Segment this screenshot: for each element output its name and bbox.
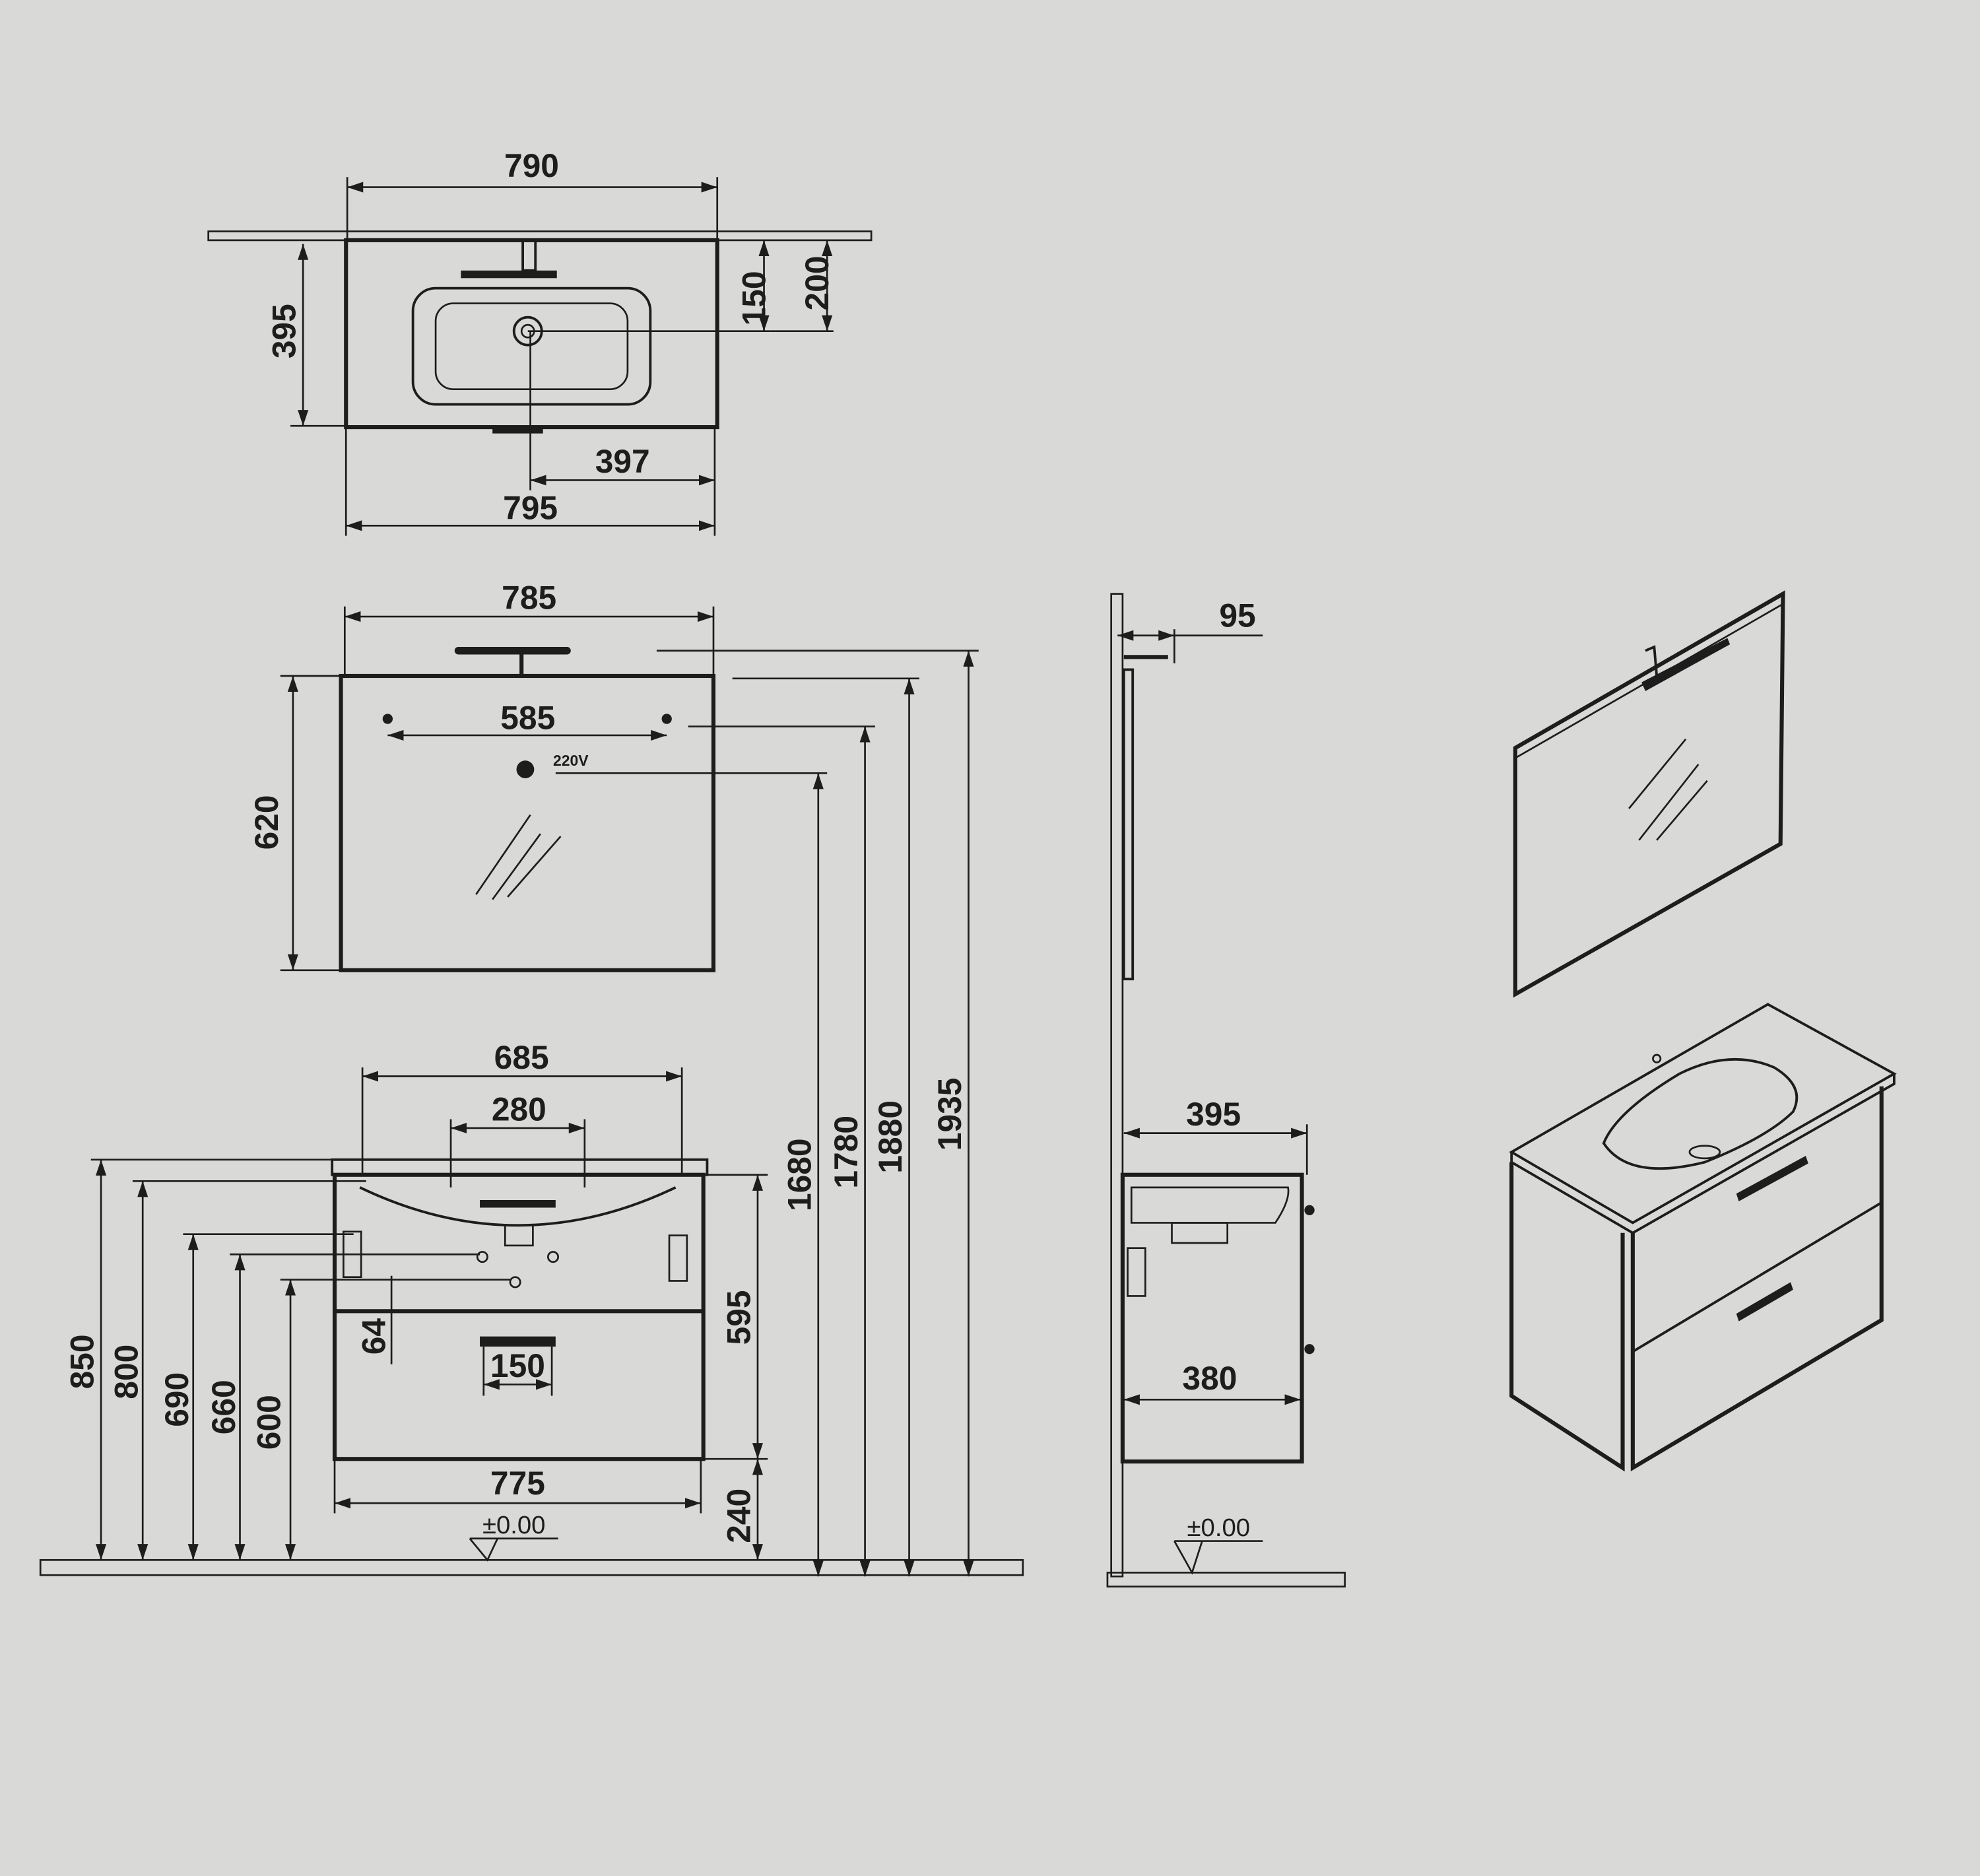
floor-level-label-side: ±0.00	[1187, 1514, 1250, 1542]
level-marker-icon	[469, 1537, 499, 1562]
dim-600: 600	[251, 1395, 288, 1450]
dim-660: 660	[205, 1380, 242, 1434]
isometric-view	[1509, 590, 1897, 1472]
floor-level-label: ±0.00	[482, 1511, 545, 1539]
screw-icon	[661, 714, 672, 724]
cabinet-side	[1120, 1172, 1304, 1464]
screw-icon	[382, 714, 393, 724]
socket-icon	[516, 760, 535, 778]
dim-280: 280	[492, 1090, 546, 1127]
dim-150-top: 150	[735, 271, 772, 325]
countertop	[331, 1158, 709, 1176]
level-marker-icon	[1173, 1540, 1203, 1575]
dim-620: 620	[248, 795, 285, 850]
dim-200: 200	[799, 255, 836, 310]
dim-397: 397	[595, 443, 650, 480]
dim-595: 595	[720, 1290, 757, 1345]
basin-bowl	[411, 286, 652, 406]
side-view: 95 395 380 ±0.00	[1106, 593, 1346, 1588]
dim-64: 64	[356, 1318, 393, 1355]
mirror-light-icon	[454, 646, 571, 655]
iso-mirror-light	[1641, 638, 1731, 691]
dim-690: 690	[158, 1372, 195, 1427]
dim-1880: 1880	[872, 1100, 909, 1174]
iso-mirror	[1513, 590, 1785, 998]
floor-hatch-side	[1106, 1572, 1346, 1588]
mirror-side	[1122, 668, 1135, 981]
dim-240: 240	[720, 1489, 757, 1543]
dim-395-side: 395	[1186, 1096, 1241, 1133]
cabinet-front-view: 685 280 850 800 690 660 600 595 240 64 1…	[39, 1039, 1024, 1576]
dim-850: 850	[64, 1334, 101, 1389]
iso-drawer-handle	[1736, 1282, 1793, 1322]
dim-95: 95	[1219, 597, 1255, 634]
drawer-handle	[480, 1336, 556, 1347]
dim-800: 800	[108, 1345, 145, 1399]
cabinet-body	[332, 1172, 706, 1461]
dim-1780: 1780	[828, 1116, 865, 1189]
wall-hatch-side	[1110, 593, 1124, 1578]
socket-label: 220V	[553, 752, 589, 769]
iso-basin	[1602, 1057, 1798, 1170]
dim-790: 790	[504, 147, 559, 184]
iso-countertop	[1509, 1003, 1897, 1224]
mirror-front-view: 220V 785 620 585 1680 1780 1880 1935	[248, 580, 979, 1577]
mirror-outline	[339, 673, 716, 972]
faucet-icon	[521, 239, 537, 272]
top-view: 790 395 150 200 397 795	[207, 147, 873, 536]
iso-drawer-handle	[1736, 1156, 1808, 1201]
dim-395: 395	[266, 304, 303, 358]
dim-775: 775	[490, 1465, 545, 1502]
dim-1935: 1935	[931, 1078, 968, 1151]
dim-685: 685	[494, 1039, 549, 1076]
dim-785: 785	[502, 580, 556, 617]
dim-585: 585	[500, 699, 555, 736]
dim-150-handle: 150	[490, 1347, 545, 1384]
floor-hatch	[39, 1558, 1024, 1576]
dim-380: 380	[1182, 1360, 1237, 1397]
basin-outline	[344, 238, 719, 430]
dim-1680: 1680	[781, 1138, 818, 1211]
dim-795: 795	[503, 490, 558, 527]
iso-side-panel	[1509, 1162, 1625, 1472]
